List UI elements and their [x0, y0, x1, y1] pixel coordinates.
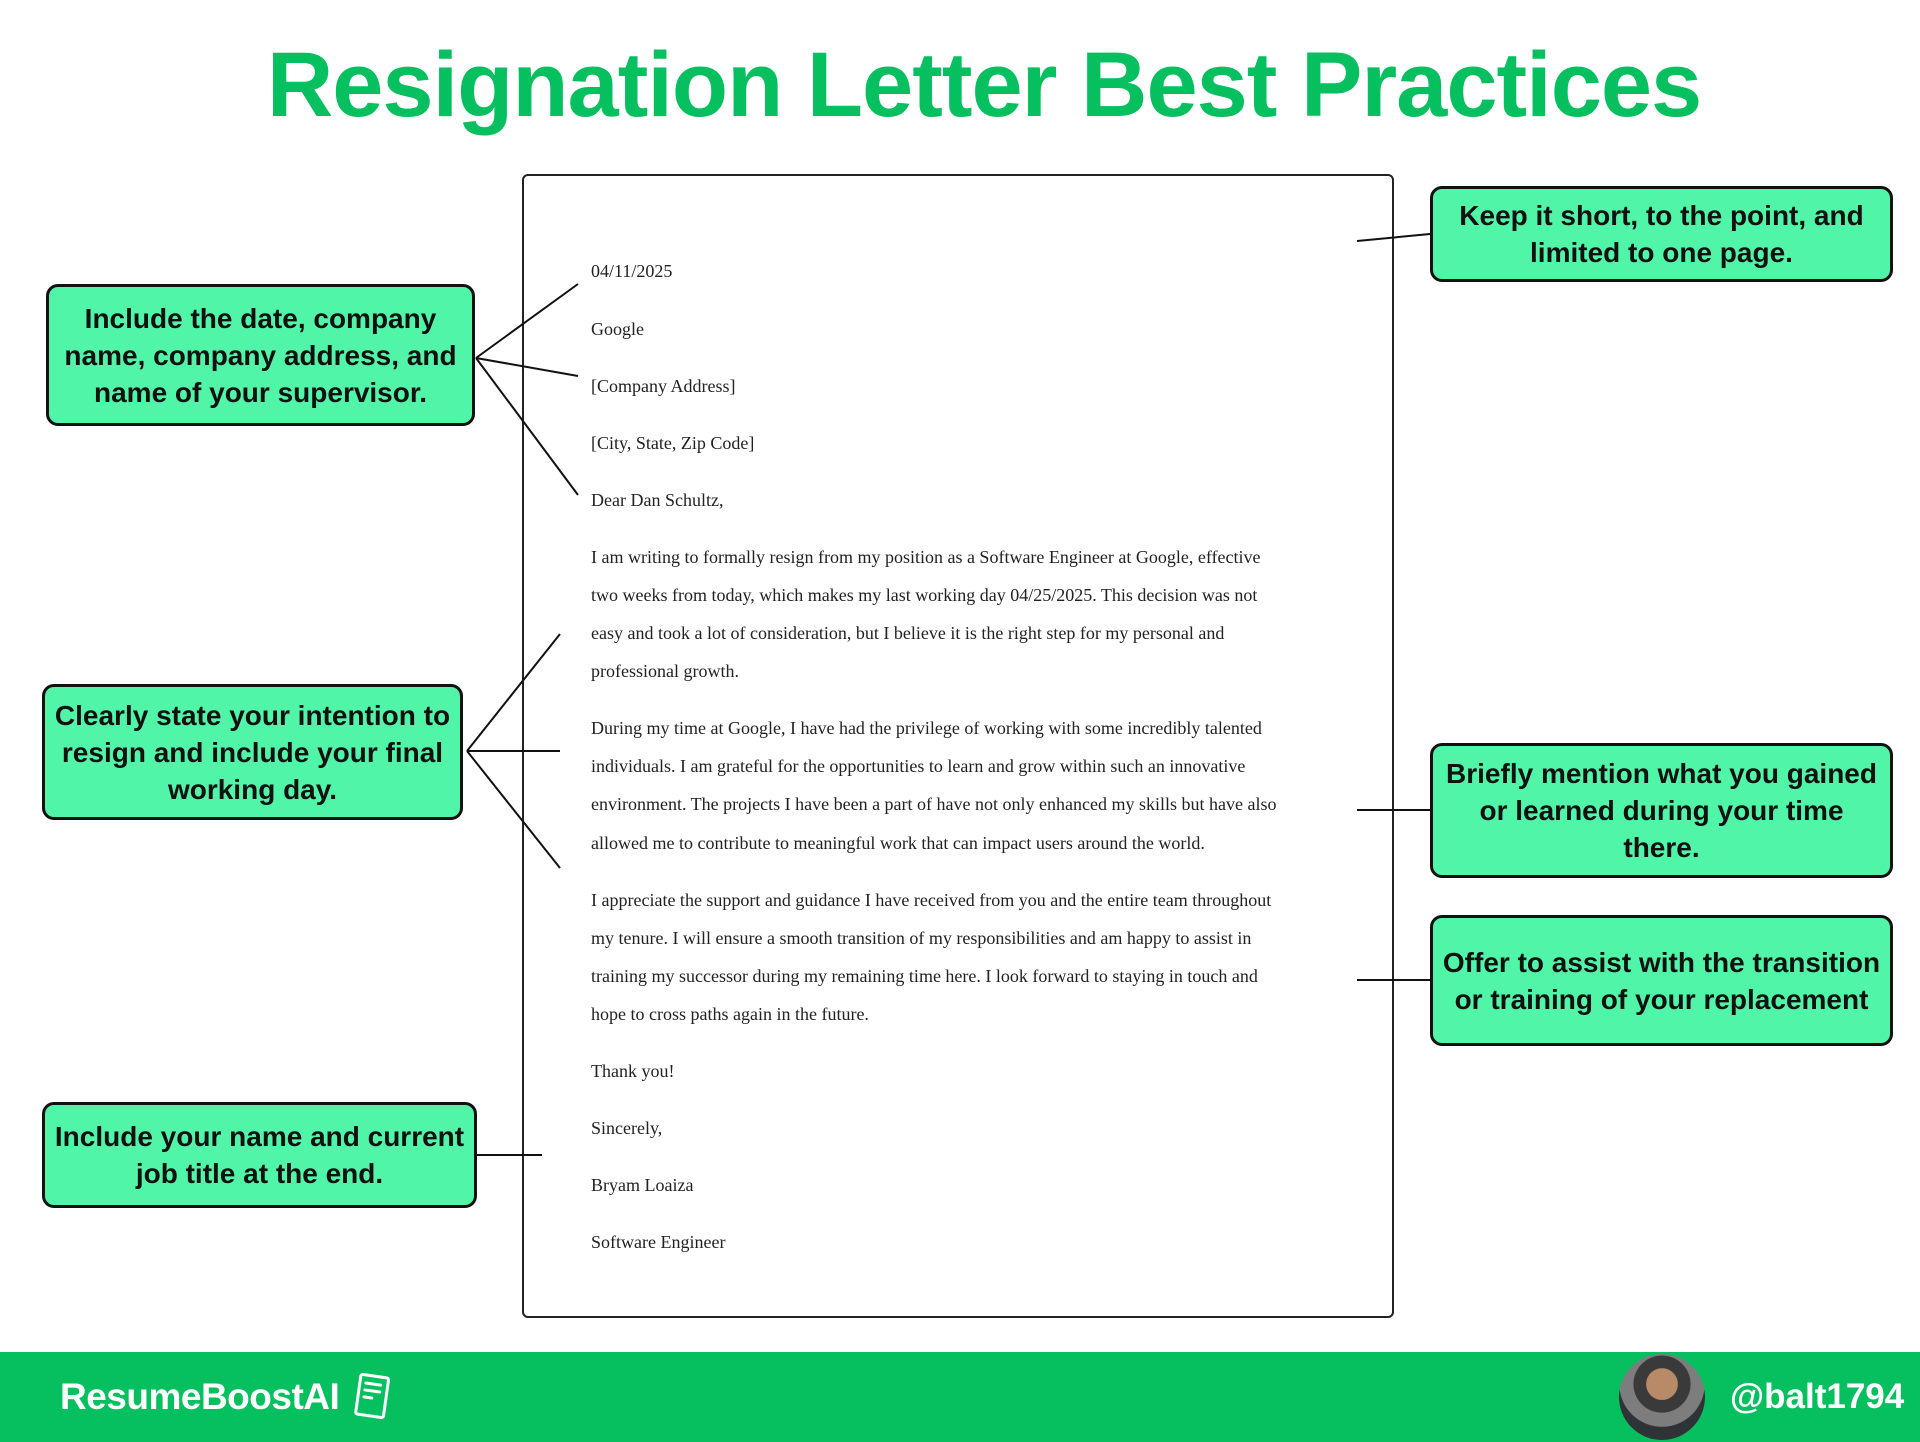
paragraph2-line: individuals. I am grateful for the oppor…	[591, 756, 1246, 776]
letter-job-title: Software Engineer	[591, 1232, 726, 1252]
paragraph2-line: allowed me to contribute to meaningful w…	[591, 833, 1205, 853]
letter-thanks: Thank you!	[591, 1061, 675, 1081]
paragraph1-line: easy and took a lot of consideration, bu…	[591, 623, 1225, 643]
letter-closing: Sincerely,	[591, 1118, 663, 1138]
callout-header-info: Include the date, company name, company …	[46, 284, 475, 426]
paragraph2-line: During my time at Google, I have had the…	[591, 718, 1262, 738]
letter-document: 04/11/2025 Google [Company Address] [Cit…	[522, 174, 1394, 1318]
user-handle: @balt1794	[1730, 1377, 1905, 1416]
page-title: Resignation Letter Best Practices	[266, 34, 1702, 136]
brand-logo-text: ResumeBoostAI	[60, 1376, 340, 1417]
paragraph3-line: hope to cross paths again in the future.	[591, 1004, 869, 1024]
paragraph3-line: my tenure. I will ensure a smooth transi…	[591, 928, 1252, 948]
callout-intention: Clearly state your intention to resign a…	[42, 684, 463, 820]
paragraph1-line: I am writing to formally resign from my …	[591, 547, 1261, 567]
letter-company-address: [Company Address]	[591, 376, 736, 396]
paragraph2-line: environment. The projects I have been a …	[591, 794, 1277, 814]
paragraph1-line: two weeks from today, which makes my las…	[591, 585, 1258, 605]
paragraph3-line: training my successor during my remainin…	[591, 966, 1258, 986]
letter-salutation: Dear Dan Schultz,	[591, 490, 724, 510]
document-icon	[354, 1373, 391, 1420]
callout-gained: Briefly mention what you gained or learn…	[1430, 743, 1893, 878]
letter-signature-name: Bryam Loaiza	[591, 1175, 694, 1195]
paragraph1-line: professional growth.	[591, 661, 739, 681]
paragraph3-line: I appreciate the support and guidance I …	[591, 890, 1272, 910]
letter-company: Google	[591, 319, 644, 339]
footer-bar: ResumeBoostAI @balt1794	[0, 1352, 1920, 1442]
letter-city-state-zip: [City, State, Zip Code]	[591, 433, 755, 453]
callout-transition: Offer to assist with the transition or t…	[1430, 915, 1893, 1046]
letter-date: 04/11/2025	[591, 261, 673, 281]
callout-signature: Include your name and current job title …	[42, 1102, 477, 1208]
callout-length: Keep it short, to the point, and limited…	[1430, 186, 1893, 282]
user-avatar	[1619, 1354, 1705, 1440]
